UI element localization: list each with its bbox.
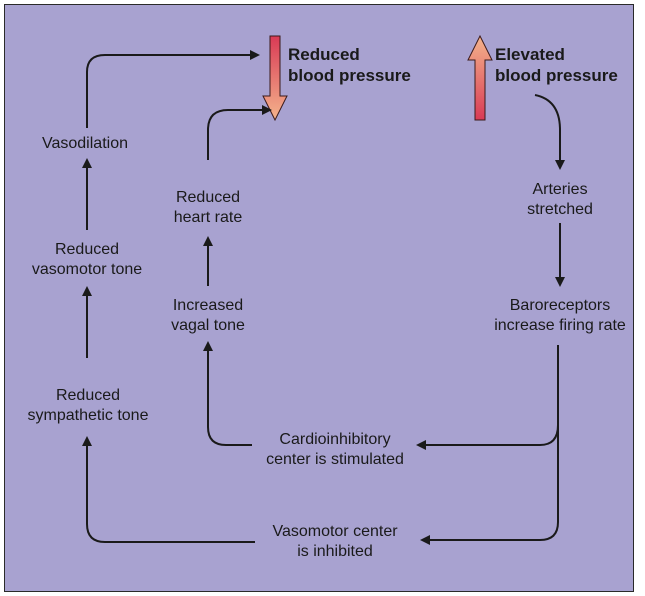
arrow-cardio-to-vagal — [203, 341, 252, 446]
decrease-arrow-icon — [262, 35, 288, 122]
sympathetic-line-2: sympathetic tone — [27, 407, 149, 424]
elevated-blood-pressure-label: Elevated blood pressure — [495, 44, 618, 86]
sympathetic-line-1: Reduced — [55, 387, 121, 404]
vasomotor-center-line-2: is inhibited — [297, 543, 373, 560]
heart-rate-line-2: heart rate — [173, 209, 243, 226]
reduced-vasomotor-tone-node: Reduced vasomotor tone — [22, 240, 152, 280]
arrow-vasomotor-to-sympathetic — [82, 436, 255, 543]
arrow-baro-to-cardio — [416, 345, 559, 450]
vasomotor-tone-line-1: Reduced — [54, 241, 120, 258]
baroreceptors-line-2: increase firing rate — [494, 317, 626, 334]
vagal-line-1: Increased — [172, 297, 244, 314]
arteries-stretched-node: Arteries stretched — [500, 180, 620, 220]
baroreceptors-node: Baroreceptors increase firing rate — [470, 296, 645, 336]
vasodilation-line-1: Vasodilation — [42, 135, 128, 152]
increased-vagal-tone-node: Increased vagal tone — [158, 296, 258, 336]
baroreceptors-line-1: Baroreceptors — [509, 297, 611, 314]
vasodilation-node: Vasodilation — [30, 134, 140, 154]
arteries-line-2: stretched — [527, 201, 593, 218]
vagal-line-2: vagal tone — [171, 317, 245, 334]
arrow-elevated-to-arteries — [534, 94, 565, 170]
cardioinhibitory-center-node: Cardioinhibitory center is stimulated — [250, 430, 420, 470]
diagram-frame — [4, 4, 634, 592]
vasomotor-center-line-1: Vasomotor center — [272, 523, 398, 540]
reduced-sympathetic-tone-node: Reduced sympathetic tone — [18, 386, 158, 426]
vasomotor-tone-line-2: vasomotor tone — [31, 261, 143, 278]
reduced-bp-line-1: Reduced — [288, 45, 360, 64]
cardio-line-1: Cardioinhibitory — [279, 431, 391, 448]
cardio-line-2: center is stimulated — [266, 451, 404, 468]
increase-arrow-icon — [467, 34, 493, 121]
elevated-bp-line-1: Elevated — [495, 45, 565, 64]
reduced-bp-line-2: blood pressure — [288, 66, 411, 85]
arrow-heartrate-to-reducedbp — [207, 105, 272, 160]
reduced-heart-rate-node: Reduced heart rate — [160, 188, 256, 228]
elevated-bp-line-2: blood pressure — [495, 66, 618, 85]
reduced-blood-pressure-label: Reduced blood pressure — [288, 44, 411, 86]
heart-rate-line-1: Reduced — [175, 189, 241, 206]
arrow-vasodilation-to-reducedbp — [86, 50, 260, 128]
arteries-line-1: Arteries — [532, 181, 588, 198]
arrow-baro-to-vasomotor — [420, 425, 559, 545]
vasomotor-center-node: Vasomotor center is inhibited — [250, 522, 420, 562]
